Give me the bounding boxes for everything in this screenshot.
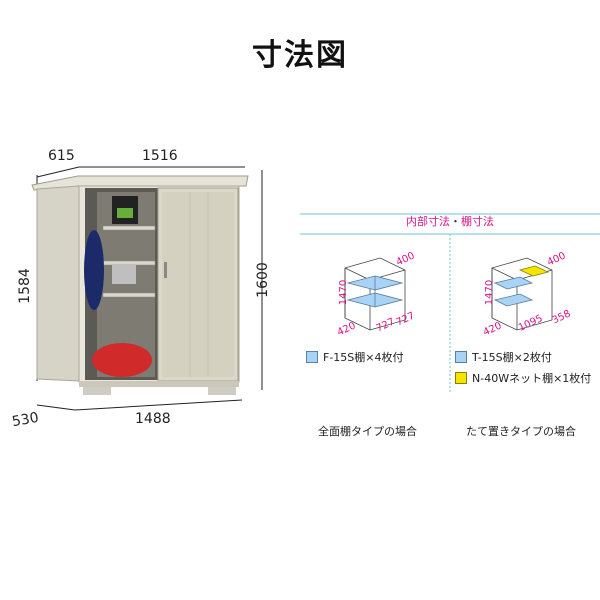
panel-title-sep: ・ <box>450 215 461 228</box>
door-handle <box>164 262 167 278</box>
net-swatch <box>455 372 467 384</box>
panel-title-b: 棚寸法 <box>461 215 494 228</box>
legend-item-t-shelf: T-15S棚×2枚付 <box>455 349 552 365</box>
caption-full-shelf: 全面棚タイプの場合 <box>318 425 417 438</box>
legend-item-net-shelf: N-40Wネット棚×1枚付 <box>455 370 591 386</box>
legend-label: F-15S棚×4枚付 <box>323 351 404 364</box>
diagram-vertical-shelf <box>491 257 553 331</box>
shelf-swatch <box>455 351 467 363</box>
right-height-label: 1470 <box>484 279 496 306</box>
page-title: 寸法図 <box>252 38 348 73</box>
panel-title: 内部寸法・棚寸法 <box>300 213 600 229</box>
red-bag-item <box>92 343 152 377</box>
legend-label: T-15S棚×2枚付 <box>472 351 552 364</box>
legend-item-full-shelf: F-15S棚×4枚付 <box>306 349 404 365</box>
dim-top-width: 1516 <box>142 148 178 164</box>
caption-vertical-shelf: たて置きタイプの場合 <box>466 425 576 438</box>
roof <box>31 175 249 191</box>
legend-label: N-40Wネット棚×1枚付 <box>472 372 592 385</box>
dim-bottom-width: 1488 <box>135 411 171 427</box>
panel-title-a: 内部寸法 <box>406 215 450 228</box>
left-height-label: 1470 <box>338 279 350 306</box>
shelf-swatch <box>306 351 318 363</box>
dim-top-depth: 615 <box>48 148 75 164</box>
vacuum-item <box>84 230 104 310</box>
diagram-full-shelf <box>344 257 406 331</box>
